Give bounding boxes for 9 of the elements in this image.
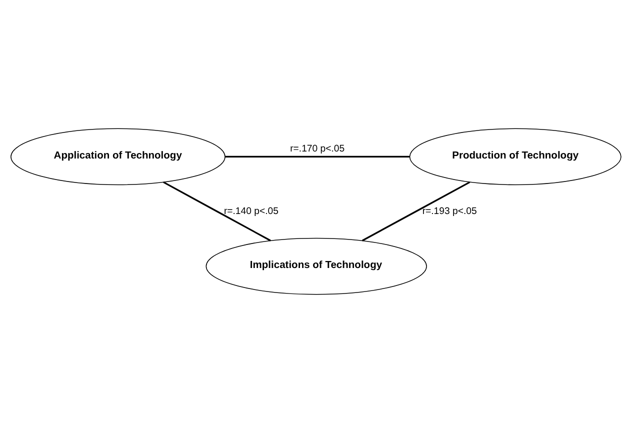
edge-label: r=.140 p<.05 (224, 206, 278, 217)
edge-label: r=.170 p<.05 (290, 144, 345, 155)
node-ellipse: Production of Technology (409, 128, 622, 186)
connector (163, 182, 271, 242)
connector (362, 182, 470, 242)
connector (225, 156, 410, 158)
node-ellipse: Application of Technology (10, 128, 226, 186)
edge-label: r=.193 p<.05 (422, 206, 477, 217)
node-ellipse: Implications of Technology (206, 238, 427, 295)
